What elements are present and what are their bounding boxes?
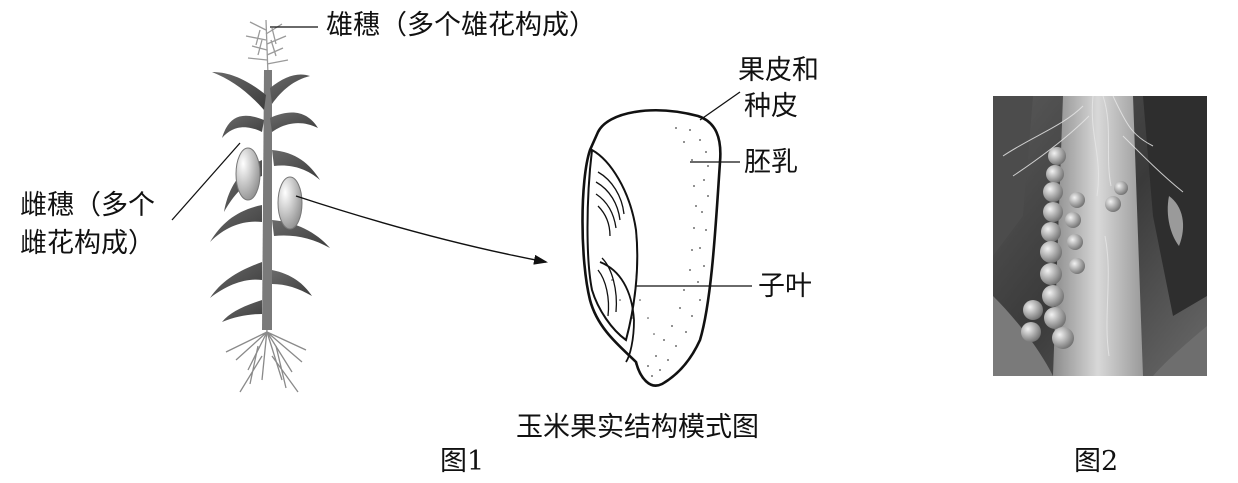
seed-stipple	[611, 127, 709, 377]
endosperm-label: 胚乳	[744, 147, 798, 178]
female-inflorescence-label-line1: 雌穗（多个	[20, 190, 155, 221]
figure2-caption: 图2	[1074, 446, 1119, 477]
stalk	[262, 70, 272, 330]
tassel	[245, 19, 289, 76]
pericarp-leader	[699, 91, 741, 121]
female-inflorescence-label-line2: 雌花构成）	[20, 228, 155, 259]
corn-ear-photo	[993, 96, 1207, 376]
seed-outline	[581, 109, 722, 387]
cotyledon-outline	[599, 261, 635, 363]
cotyledon-label: 子叶	[758, 271, 812, 302]
roots	[225, 329, 307, 393]
embryo-plumule	[595, 171, 625, 317]
male-inflorescence-label: 雄穗（多个雄花构成）	[326, 10, 596, 41]
female-label-leader	[171, 142, 241, 221]
corn-ear-photo-art	[993, 96, 1207, 376]
embryo-outline	[586, 148, 639, 342]
pericarp-label-line1: 果皮和	[738, 55, 819, 86]
ear-to-seed-arrow	[295, 195, 548, 265]
figure1-caption: 图1	[440, 446, 485, 477]
ears	[235, 147, 303, 230]
seed-structure-caption: 玉米果实结构模式图	[516, 412, 759, 443]
corn-plant-illustration	[210, 19, 330, 393]
pericarp-label-line2: 种皮	[744, 91, 798, 122]
seed-structure-drawing	[581, 109, 722, 387]
